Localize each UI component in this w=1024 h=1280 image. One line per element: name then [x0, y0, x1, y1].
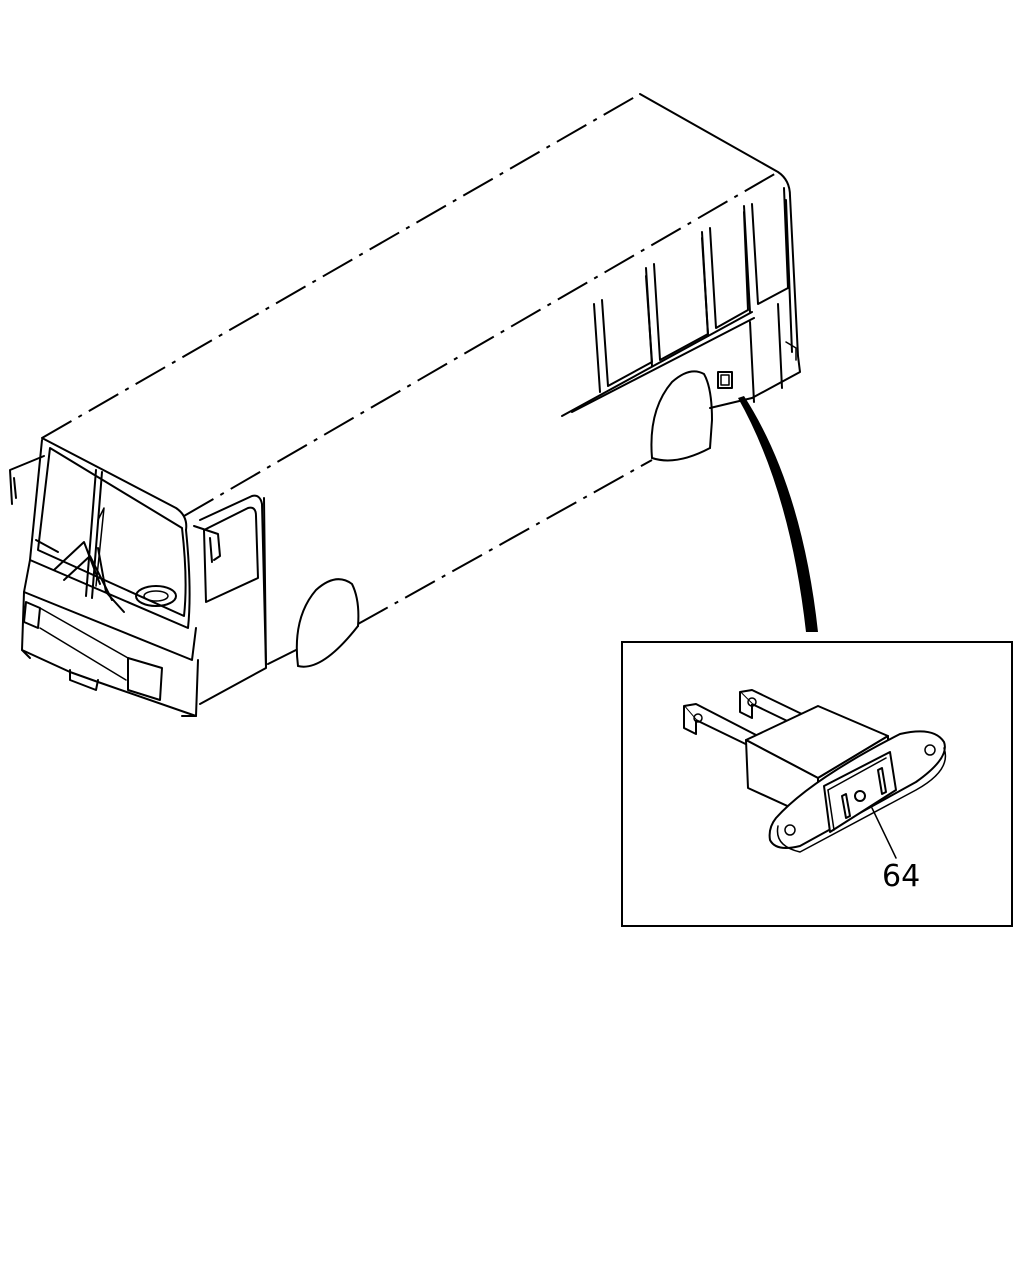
side-mirrors [9, 455, 221, 563]
bus-illustration [9, 93, 801, 717]
bus-roof [41, 93, 791, 531]
bus-front-face [21, 559, 199, 717]
front-wheel [295, 578, 360, 668]
part-number-label: 64 [882, 859, 920, 894]
detail-pointer [738, 396, 818, 632]
bus-side-windows [561, 187, 789, 417]
front-door [199, 494, 267, 705]
bus-side-body [263, 397, 753, 667]
rear-wheel [650, 370, 713, 462]
bus-rear [751, 195, 801, 399]
socket-location-marker [717, 371, 733, 389]
steering-wheel [135, 585, 177, 607]
power-socket-part [683, 689, 947, 859]
windshield [29, 439, 191, 629]
